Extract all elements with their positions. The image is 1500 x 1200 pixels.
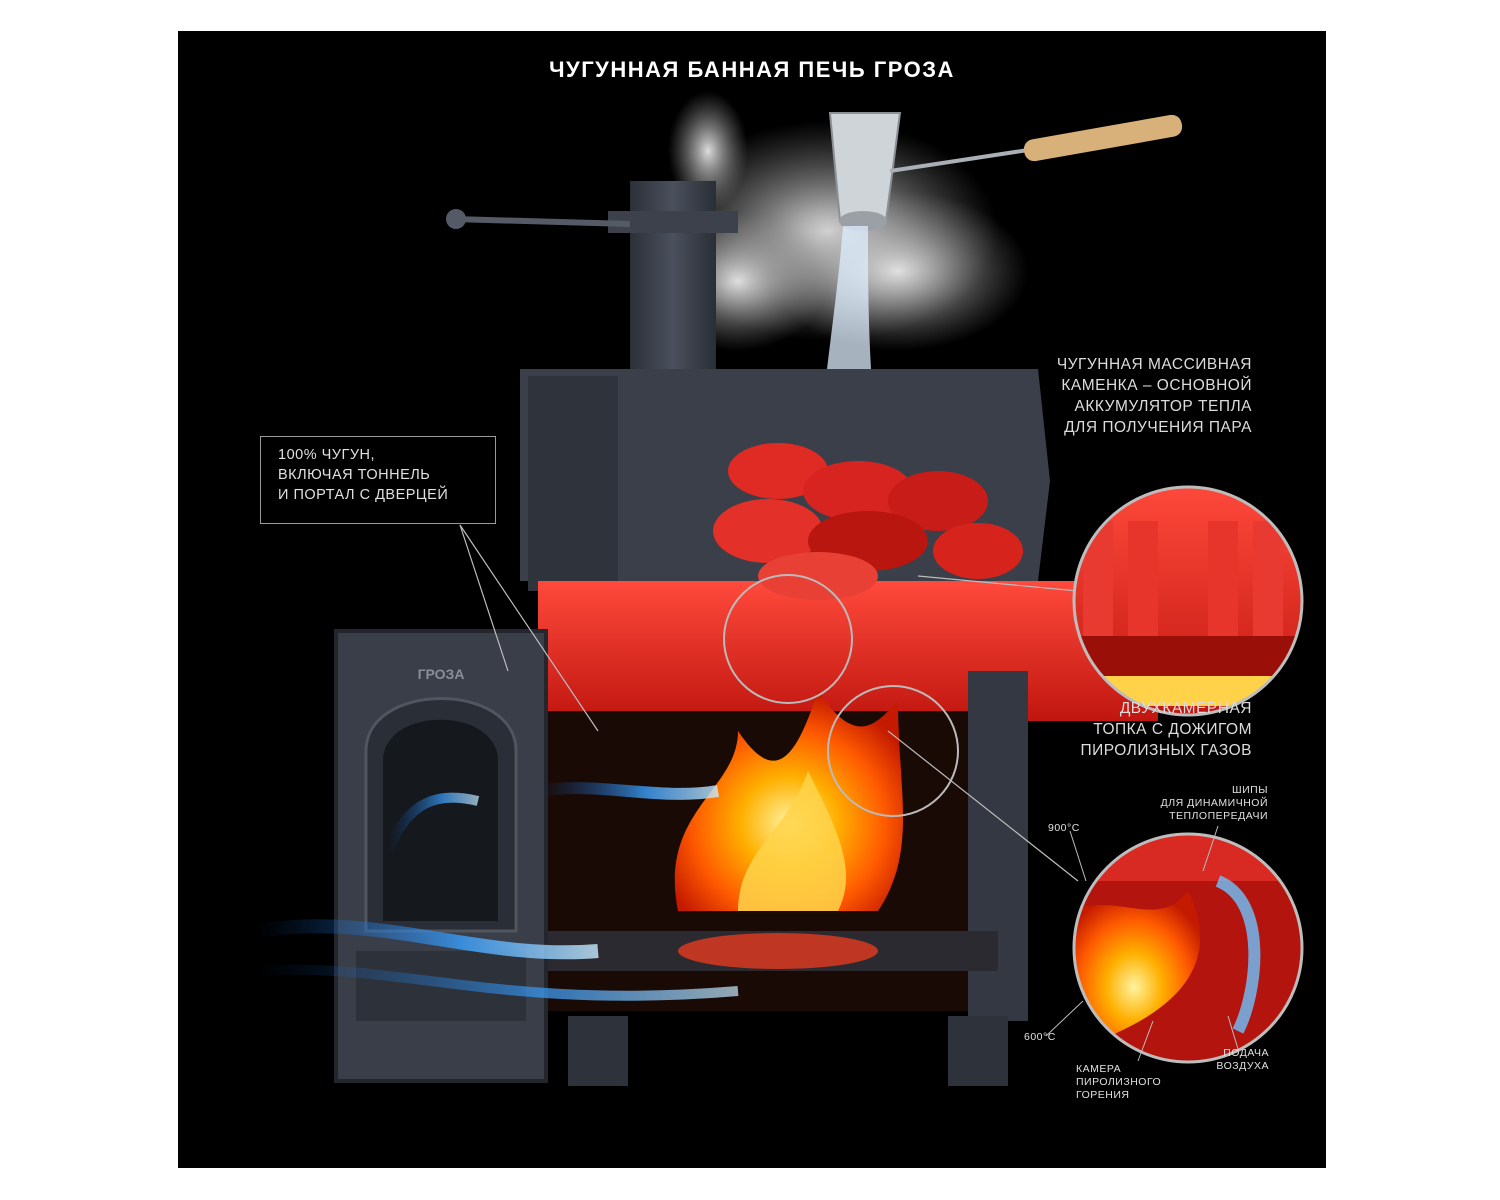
air-supply-label: ПОДАЧА ВОЗДУХА <box>1194 1047 1269 1073</box>
temp-low-label: 600°С <box>1024 1031 1056 1043</box>
diagram-panel: ГРОЗА <box>178 31 1326 1168</box>
callout-line: КАМЕНКА – ОСНОВНОЙ <box>1061 377 1252 394</box>
stones-zoom-ring <box>723 574 853 704</box>
callout-line: ДЛЯ ПОЛУЧЕНИЯ ПАРА <box>1064 419 1252 436</box>
fire-flames <box>674 691 903 969</box>
label-line: ГОРЕНИЯ <box>1076 1089 1130 1101</box>
door-logo: ГРОЗА <box>418 666 465 682</box>
callout-line: И ПОРТАЛ С ДВЕРЦЕЙ <box>278 487 449 503</box>
callout-line: 100% ЧУГУН, <box>278 447 376 463</box>
spikes-label: ШИПЫ ДЛЯ ДИНАМИЧНОЙ ТЕПЛОПЕРЕДАЧИ <box>1128 784 1268 823</box>
pyrolysis-detail-circle <box>1072 832 1304 1064</box>
stove-door <box>334 629 548 1083</box>
spikes-detail-circle <box>1072 485 1304 717</box>
label-line: ПИРОЛИЗНОГО <box>1076 1076 1162 1088</box>
label-line: ШИПЫ <box>1231 784 1268 796</box>
stove-illustration: ГРОЗА <box>256 91 1304 1086</box>
temp-high-label: 900°С <box>1048 822 1080 834</box>
label-line: КАМЕРА <box>1076 1063 1122 1075</box>
chamber-label: КАМЕРА ПИРОЛИЗНОГО ГОРЕНИЯ <box>1076 1063 1196 1102</box>
label-line: ДЛЯ ДИНАМИЧНОЙ <box>1160 797 1268 809</box>
label-line: ВОЗДУХА <box>1216 1060 1269 1072</box>
firebox-zoom-ring <box>827 685 959 817</box>
callout-line: ТОПКА С ДОЖИГОМ <box>1093 721 1252 738</box>
firebox-callout: ДВУХКАМЕРНАЯ ТОПКА С ДОЖИГОМ ПИРОЛИЗНЫХ … <box>998 698 1252 761</box>
callout-line: ПИРОЛИЗНЫХ ГАЗОВ <box>1080 742 1252 759</box>
label-line: ПОДАЧА <box>1223 1047 1269 1059</box>
cast-iron-callout: 100% ЧУГУН, ВКЛЮЧАЯ ТОННЕЛЬ И ПОРТАЛ С Д… <box>278 445 488 505</box>
ladle-icon <box>828 112 1183 231</box>
leader-lines <box>459 524 1079 882</box>
callout-line: АККУМУЛЯТОР ТЕПЛА <box>1074 398 1252 415</box>
callout-line: ЧУГУННАЯ МАССИВНАЯ <box>1056 356 1252 373</box>
hot-stones <box>713 443 1023 600</box>
stones-callout: ЧУГУННАЯ МАССИВНАЯ КАМЕНКА – ОСНОВНОЙ АК… <box>998 354 1252 438</box>
callout-line: ВКЛЮЧАЯ ТОННЕЛЬ <box>278 467 431 483</box>
callout-line: ДВУХКАМЕРНАЯ <box>1119 700 1252 717</box>
detail-leaders <box>1045 825 1239 1062</box>
page-title: ЧУГУННАЯ БАННАЯ ПЕЧЬ ГРОЗА <box>549 57 955 82</box>
cast-iron-callout-box <box>260 436 496 524</box>
air-flow <box>256 782 739 1001</box>
label-line: ТЕПЛОПЕРЕДАЧИ <box>1169 810 1268 822</box>
